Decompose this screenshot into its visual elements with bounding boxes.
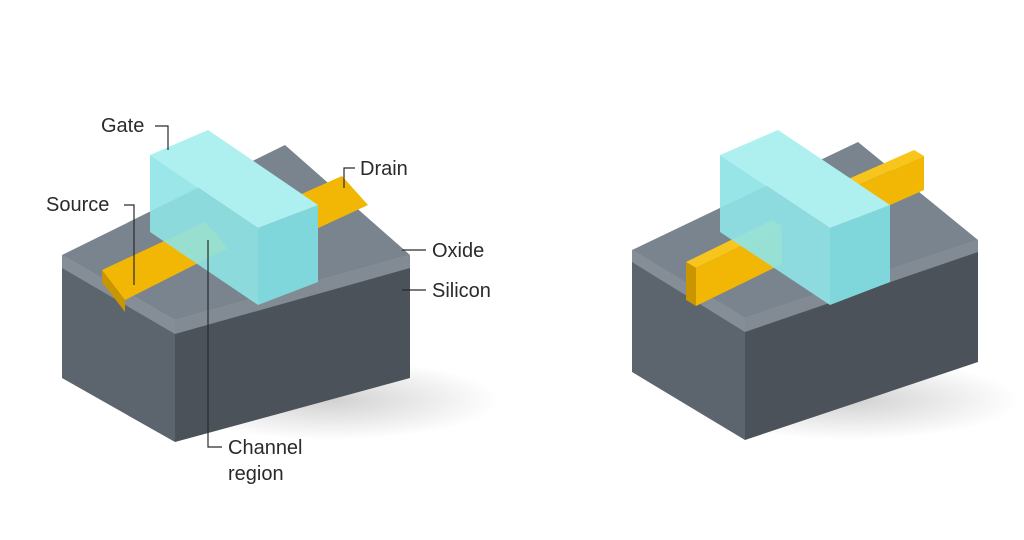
right-gate-right-face bbox=[830, 205, 890, 305]
planar-transistor: Gate Source Drain Oxide Silicon Channel … bbox=[46, 115, 500, 485]
oxide-label: Oxide bbox=[432, 240, 484, 262]
gate-leader bbox=[155, 125, 169, 150]
left-source-notch bbox=[102, 270, 125, 312]
drain-leader bbox=[343, 167, 355, 188]
source-label: Source bbox=[46, 194, 109, 216]
right-gate-top-face bbox=[720, 130, 890, 228]
right-gate-left-face bbox=[720, 155, 830, 305]
drain-label: Drain bbox=[360, 158, 408, 180]
left-gate-top-face bbox=[150, 130, 318, 228]
channel-label-line2: region bbox=[228, 463, 284, 485]
left-gate-left-face bbox=[150, 155, 258, 305]
silicon-label: Silicon bbox=[432, 280, 491, 302]
right-oxide-layer bbox=[632, 240, 978, 332]
gate-label: Gate bbox=[101, 115, 144, 137]
left-silicon-right-face bbox=[175, 255, 410, 442]
right-silicon-left-face bbox=[632, 250, 745, 440]
channel-label-line1: Channel bbox=[228, 437, 303, 459]
right-silicon-right-face bbox=[745, 240, 978, 440]
finfet-transistor bbox=[632, 130, 1020, 440]
left-gate-right-face bbox=[258, 205, 318, 305]
left-silicon-left-face bbox=[62, 255, 175, 442]
channel-leader bbox=[207, 240, 222, 448]
source-leader bbox=[124, 204, 135, 285]
right-source-fin-front bbox=[686, 262, 696, 306]
left-oxide-layer bbox=[62, 255, 410, 334]
right-drain-fin-top bbox=[846, 150, 924, 186]
